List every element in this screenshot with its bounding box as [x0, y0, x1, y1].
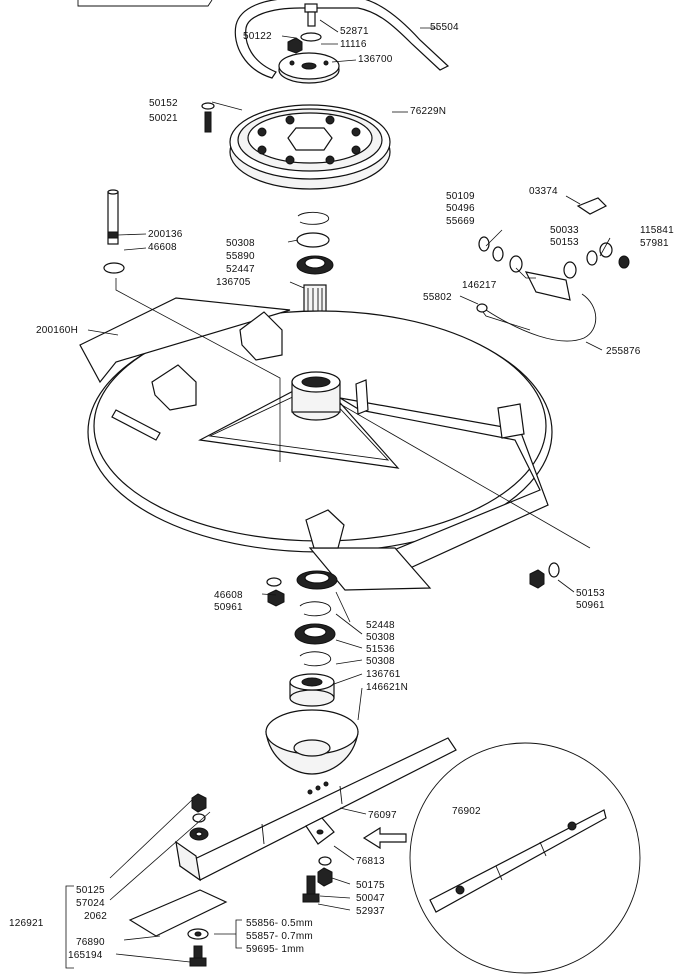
label-126921: 126921 — [9, 918, 44, 929]
washer-46608-bottom — [266, 577, 282, 587]
label-50308-low: 50308 — [366, 656, 395, 667]
fittings-50109 — [478, 236, 630, 301]
pulley-76229N — [229, 104, 391, 190]
label-50047: 50047 — [356, 893, 385, 904]
label-2062: 2062 — [84, 911, 108, 922]
label-50308-mid: 50308 — [366, 632, 395, 643]
snap-ring-50308-low — [299, 651, 332, 667]
label-76229N: 76229N — [410, 106, 447, 117]
nut-50961-left — [267, 589, 285, 607]
blade-76097 — [175, 737, 457, 882]
label-46608-top: 46608 — [148, 242, 177, 253]
label-76813: 76813 — [356, 856, 385, 867]
bolt-stack-right — [302, 817, 335, 903]
label-55802: 55802 — [423, 292, 452, 303]
label-59695: 59695- 1mm — [246, 944, 305, 955]
belt — [234, 0, 450, 79]
blade-shield-03374 — [576, 197, 608, 215]
cup-146621N — [265, 709, 359, 775]
label-52447: 52447 — [226, 264, 255, 275]
label-146621N: 146621N — [366, 682, 408, 693]
nut-50122 — [287, 37, 303, 54]
washer-50153-right — [548, 562, 560, 578]
label-50496: 50496 — [446, 203, 475, 214]
grease-hose-255876 — [485, 293, 597, 342]
label-50308-top: 50308 — [226, 238, 255, 249]
label-255876: 255876 — [606, 346, 641, 357]
title-box-fragment — [77, 0, 213, 7]
label-76097: 76097 — [368, 810, 397, 821]
label-50122: 50122 — [243, 31, 272, 42]
bearing-51536 — [294, 623, 336, 645]
snap-ring-50308-mid — [299, 601, 332, 617]
fitting-55802 — [476, 303, 488, 313]
label-50109: 50109 — [446, 191, 475, 202]
label-55856: 55856- 0.5mm — [246, 918, 313, 929]
label-57024: 57024 — [76, 898, 105, 909]
label-55890: 55890 — [226, 251, 255, 262]
label-50033: 50033 — [550, 225, 579, 236]
spacer-55890 — [296, 232, 330, 248]
label-165194: 165194 — [68, 950, 103, 961]
label-55669: 55669 — [446, 216, 475, 227]
bolt-stack-left — [189, 793, 209, 841]
label-52871: 52871 — [340, 26, 369, 37]
washer-50152 — [201, 102, 215, 110]
washer-46608-top — [103, 262, 125, 274]
bearing-52448 — [296, 570, 338, 590]
label-200160H: 200160H — [36, 325, 78, 336]
label-50125: 50125 — [76, 885, 105, 896]
hub-136761 — [289, 673, 335, 707]
label-115841: 115841 — [640, 225, 674, 236]
label-46608-bottom: 46608 — [214, 590, 243, 601]
label-52448: 52448 — [366, 620, 395, 631]
hub-136700 — [278, 52, 340, 84]
label-136705: 136705 — [216, 277, 251, 288]
label-200136: 200136 — [148, 229, 183, 240]
label-55504: 55504 — [430, 22, 459, 33]
label-50961-left: 50961 — [214, 602, 243, 613]
label-57981: 57981 — [640, 238, 669, 249]
label-136700: 136700 — [358, 54, 393, 65]
plate-76890 — [128, 889, 228, 937]
deck-200160H — [79, 297, 553, 591]
label-51536: 51536 — [366, 644, 395, 655]
bolt-52871 — [304, 3, 318, 27]
label-11116: 11116 — [340, 39, 367, 50]
label-50152: 50152 — [149, 98, 178, 109]
label-50961-right: 50961 — [576, 600, 605, 611]
bolt-50021 — [204, 111, 212, 133]
label-03374: 03374 — [529, 186, 558, 197]
label-146217: 146217 — [462, 280, 497, 291]
label-50153-right: 50153 — [576, 588, 605, 599]
label-76890: 76890 — [76, 937, 105, 948]
bolt-165194 — [187, 928, 209, 967]
nut-50961-right — [529, 569, 545, 589]
blade-detail-76902 — [362, 742, 641, 974]
label-76902: 76902 — [452, 806, 481, 817]
pin-200136 — [107, 189, 119, 245]
label-52937: 52937 — [356, 906, 385, 917]
snap-ring-50308-top — [297, 211, 330, 225]
label-136761: 136761 — [366, 669, 401, 680]
label-50021: 50021 — [149, 113, 178, 124]
washer-11116 — [300, 32, 322, 42]
label-55857: 55857- 0.7mm — [246, 931, 313, 942]
label-50175: 50175 — [356, 880, 385, 891]
bearing-52447 — [296, 255, 334, 275]
label-50153-top: 50153 — [550, 237, 579, 248]
